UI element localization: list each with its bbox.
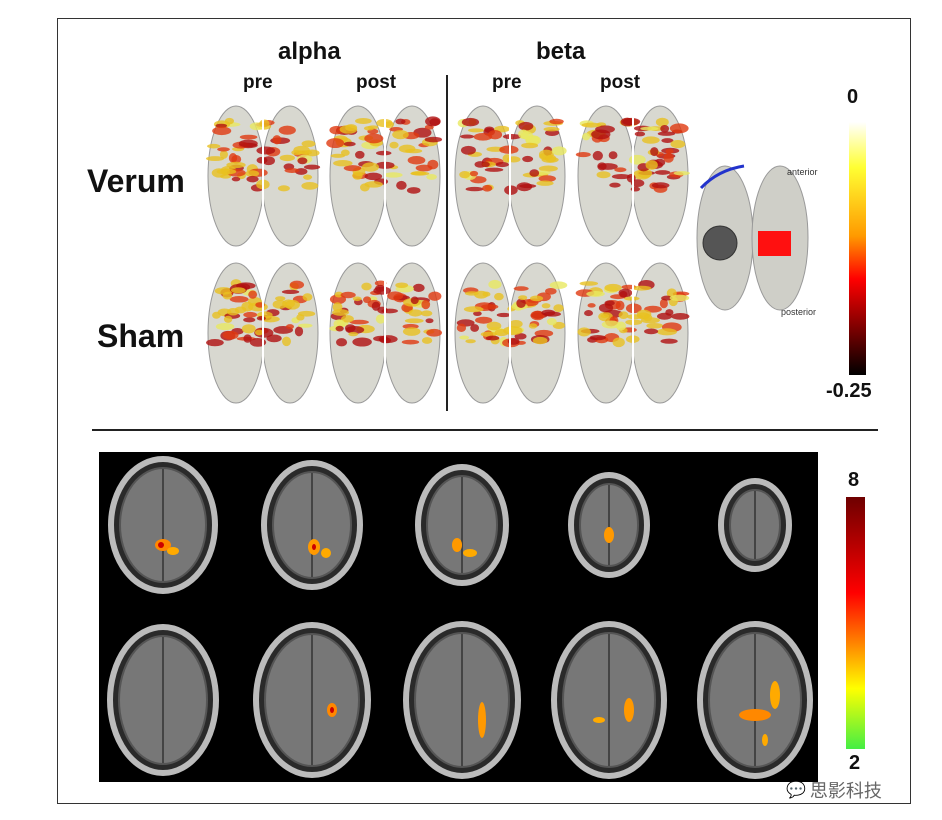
activation-cluster: [604, 527, 614, 543]
watermark-text: 思影科技: [809, 781, 882, 801]
activation-cluster: [463, 549, 477, 557]
group-label-verum: Verum: [87, 163, 185, 199]
figure-frame: [57, 18, 911, 804]
activation-cluster: [330, 707, 334, 713]
group-label-sham: Sham: [97, 318, 185, 354]
eeg-brain-map: [575, 262, 690, 404]
band-label-beta: beta: [536, 38, 586, 65]
eeg-brain-map: [454, 105, 567, 247]
condition-label: pre: [243, 72, 273, 93]
activation-cluster: [762, 734, 768, 746]
mri-colorbar-min-label: 2: [849, 752, 861, 774]
stimulation-site-marker: [702, 225, 738, 261]
activation-cluster: [158, 542, 164, 548]
activation-cluster: [452, 538, 462, 552]
activation-cluster: [739, 709, 771, 721]
mri-slice: [403, 621, 521, 779]
mri-slice: [108, 456, 218, 594]
condition-label: post: [356, 72, 397, 93]
mri-slice: [415, 464, 509, 586]
mri-slice: [568, 472, 650, 578]
colorbar-max-label: 0: [847, 86, 859, 108]
activation-cluster: [167, 547, 179, 555]
electrode-legend-brain: [696, 164, 809, 311]
vertical-divider: [446, 75, 448, 411]
band-label-alpha: alpha: [278, 38, 341, 65]
activation-cluster: [478, 702, 486, 738]
activation-cluster: [312, 544, 316, 550]
mri-slice: [697, 621, 813, 779]
eeg-colorbar: [849, 122, 866, 375]
activation-cluster: [321, 548, 331, 558]
eeg-brain-map: [326, 105, 443, 247]
mri-slice: [107, 624, 219, 776]
condition-label: pre: [492, 72, 522, 93]
mri-slice: [261, 460, 363, 590]
eeg-brain-map: [329, 262, 443, 404]
mri-slice: [551, 621, 667, 779]
watermark: 💬 思影科技: [786, 781, 882, 801]
activation-cluster: [770, 681, 780, 709]
eeg-brain-map: [575, 105, 690, 247]
posterior-label: posterior: [781, 307, 817, 317]
eeg-brain-map: [454, 262, 568, 404]
activation-cluster: [624, 698, 634, 722]
condition-label: post: [600, 72, 641, 93]
mri-slices-panel: [99, 452, 818, 782]
anterior-label: anterior: [787, 167, 818, 177]
activation-cluster: [593, 717, 605, 723]
horizontal-divider: [92, 429, 878, 431]
mri-slice: [253, 622, 371, 778]
mri-colorbar: [846, 497, 865, 749]
mri-slice: [718, 478, 792, 572]
mri-colorbar-max-label: 8: [848, 469, 860, 491]
wechat-icon: 💬: [786, 782, 806, 799]
eeg-brain-map: [206, 105, 321, 247]
reference-region-marker: [758, 231, 791, 256]
eeg-brain-map: [206, 262, 319, 404]
anterior-arc-marker: [699, 164, 745, 190]
colorbar-min-label: -0.25: [826, 380, 872, 402]
